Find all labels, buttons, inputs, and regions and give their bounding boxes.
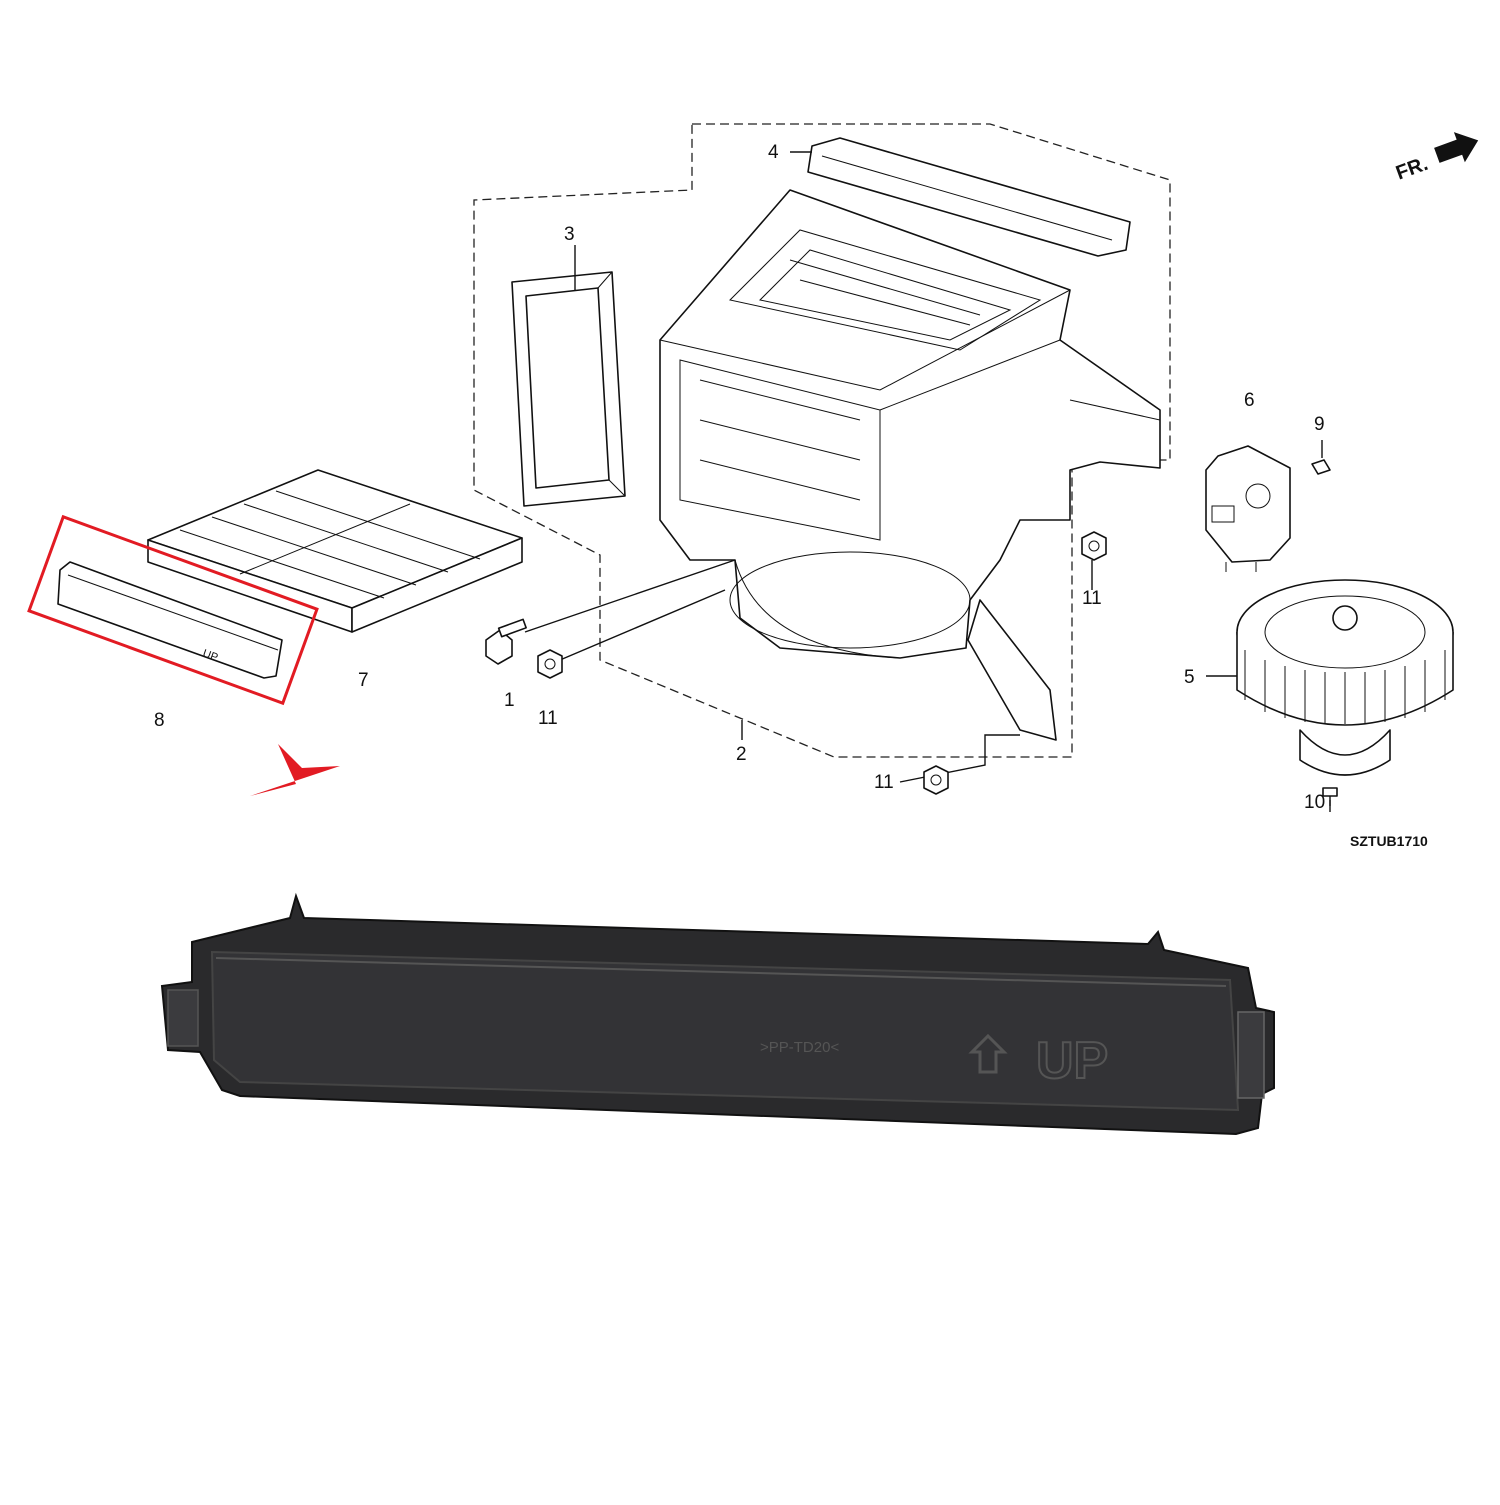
callout-2: 2 (736, 744, 747, 765)
screw-part-9 (1311, 440, 1331, 475)
nut-part-2 (1081, 531, 1107, 561)
blower-housing-part (659, 189, 1161, 741)
callout-1: 1 (504, 690, 515, 711)
bolt-part (485, 618, 527, 665)
mold-text: >PP-TD20< (760, 1039, 839, 1056)
callout-11: 11 (1082, 588, 1102, 609)
front-direction-marker: FR. (1393, 132, 1479, 185)
callout-7: 7 (358, 670, 369, 691)
part-code: SZTUB1710 (1350, 833, 1428, 849)
callout-3: 3 (564, 224, 575, 245)
callout-10: 10 (1304, 792, 1325, 813)
filter-cover-part: UP (57, 561, 283, 679)
up-text: UP (1036, 1032, 1108, 1090)
screw-part-10 (1322, 787, 1338, 812)
callout-9: 9 (1314, 414, 1325, 435)
nut-part-3 (923, 765, 949, 795)
nut-part (537, 649, 563, 679)
red-pointer-arrow (250, 744, 340, 796)
actuator-part (1205, 445, 1291, 572)
top-gasket-part (807, 137, 1131, 257)
callout-6: 6 (1244, 390, 1255, 411)
callout-8: 8 (154, 710, 165, 731)
front-label: FR. (1393, 153, 1431, 185)
assembly-outline (473, 123, 1171, 758)
blower-motor-part (1236, 579, 1454, 776)
cover-up-mark: UP (201, 648, 219, 665)
callout-11-3: 11 (874, 772, 894, 793)
callout-4: 4 (768, 142, 779, 163)
callout-11-2: 11 (538, 708, 558, 729)
highlight-box (27, 514, 319, 706)
front-arrow-icon (1434, 132, 1479, 163)
filter-cover-photo: >PP-TD20< UP (160, 892, 1275, 1136)
seal-frame-part (511, 271, 626, 507)
up-arrow-icon (968, 1033, 1008, 1074)
cabin-filter-part (147, 469, 523, 633)
callout-5: 5 (1184, 667, 1195, 688)
